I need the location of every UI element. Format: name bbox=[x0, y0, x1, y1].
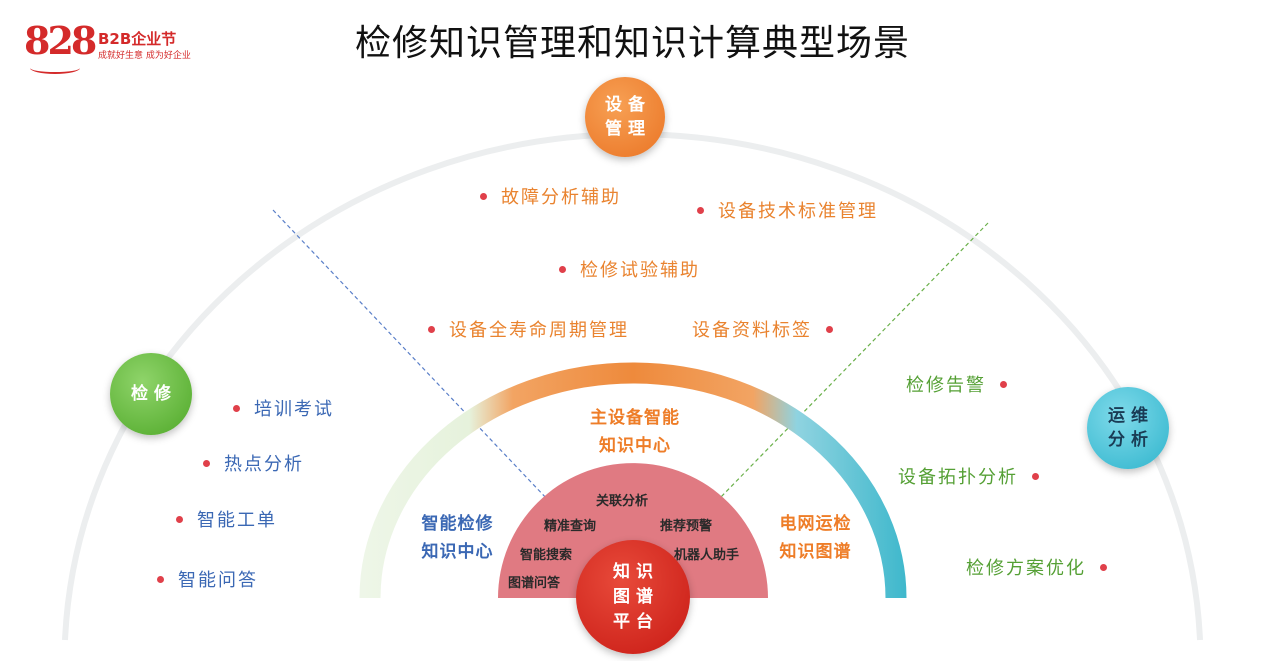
node-center-line1: 知 识 bbox=[613, 561, 653, 582]
top-item: 设备技术标准管理 bbox=[697, 197, 878, 223]
node-center-line3: 平 台 bbox=[613, 611, 653, 632]
divider-line-left bbox=[272, 209, 549, 501]
logo-slogan: 成就好生意 成为好企业 bbox=[98, 51, 191, 61]
logo-name: B2B企业节 bbox=[98, 30, 177, 48]
keyword: 图谱问答 bbox=[508, 576, 561, 591]
node-left-label: 检 修 bbox=[131, 384, 171, 404]
hub-left: 智能检修知识中心 bbox=[421, 514, 494, 562]
right-item: 检修方案优化 bbox=[966, 554, 1107, 580]
right-item: 检修告警 bbox=[906, 371, 1007, 397]
node-operations-analysis: 运 维分 析 bbox=[1087, 387, 1169, 469]
keyword: 智能搜索 bbox=[520, 548, 573, 563]
hub-main: 主设备智能知识中心 bbox=[590, 408, 680, 456]
node-top-line2: 管 理 bbox=[605, 119, 645, 139]
node-top-line1: 设 备 bbox=[605, 95, 645, 115]
left-item: 热点分析 bbox=[203, 450, 304, 476]
divider-line-right bbox=[717, 222, 989, 501]
node-knowledge-graph-platform: 知 识图 谱平 台 bbox=[576, 540, 690, 654]
top-item: 设备资料标签 bbox=[692, 316, 833, 342]
keyword: 关联分析 bbox=[596, 494, 649, 509]
knowledge-sector bbox=[498, 463, 768, 598]
node-right-line1: 运 维 bbox=[1108, 406, 1148, 426]
page-title: 检修知识管理和知识计算典型场景 bbox=[354, 23, 910, 64]
node-equipment-management: 设 备管 理 bbox=[585, 77, 665, 157]
top-item: 设备全寿命周期管理 bbox=[428, 316, 629, 342]
left-item: 培训考试 bbox=[233, 395, 334, 421]
keyword: 精准查询 bbox=[544, 519, 597, 534]
keyword: 推荐预警 bbox=[660, 519, 713, 534]
top-item: 故障分析辅助 bbox=[480, 183, 621, 209]
node-center-line2: 图 谱 bbox=[613, 586, 653, 607]
top-item: 检修试验辅助 bbox=[559, 256, 700, 282]
left-item: 智能工单 bbox=[176, 506, 277, 532]
node-right-line2: 分 析 bbox=[1108, 430, 1148, 450]
node-maintenance: 检 修 bbox=[110, 353, 192, 435]
logo-swoosh-icon bbox=[30, 62, 80, 74]
keyword: 机器人助手 bbox=[674, 548, 740, 563]
hub-right: 电网运检知识图谱 bbox=[779, 514, 852, 562]
left-item: 智能问答 bbox=[157, 566, 258, 592]
logo-number: 828 bbox=[24, 18, 97, 63]
right-item: 设备拓扑分析 bbox=[898, 463, 1039, 489]
hub-arc bbox=[359, 362, 907, 599]
